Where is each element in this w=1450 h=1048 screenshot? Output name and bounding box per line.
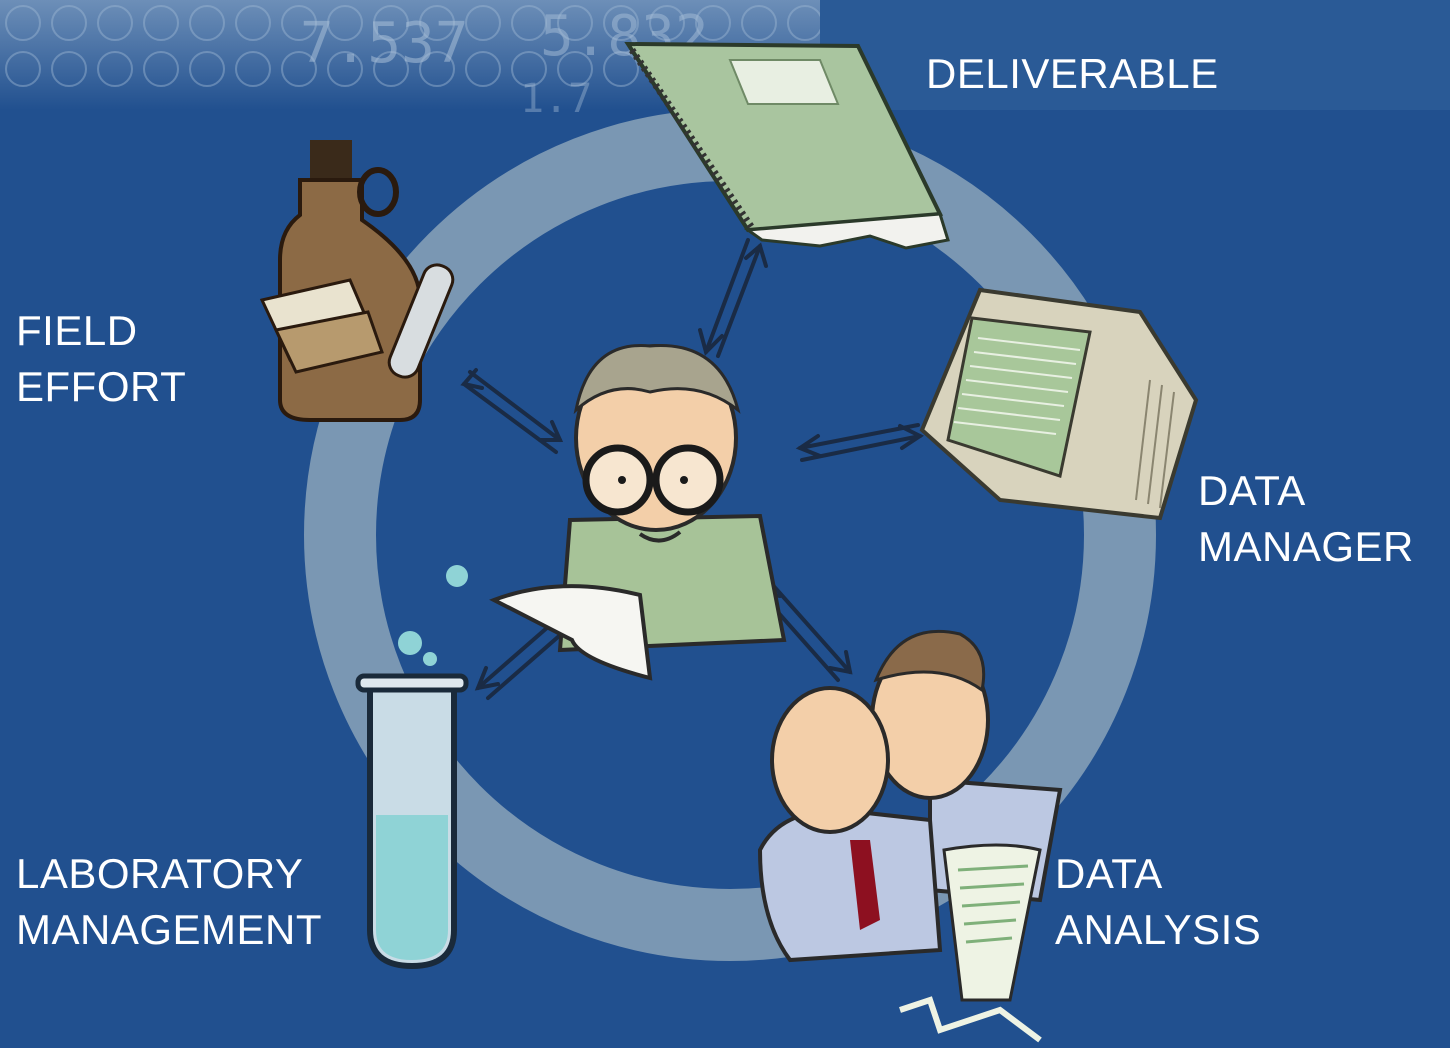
- label-data-manager-line-1: DATA: [1198, 467, 1306, 514]
- scientist-icon: [489, 344, 787, 681]
- computer-monitor-icon: [919, 287, 1199, 521]
- label-field-effort-line-1: FIELD: [16, 307, 138, 354]
- label-data-analysis-line-1: DATA: [1055, 850, 1163, 897]
- label-laboratory-line-1: LABORATORY: [16, 850, 304, 897]
- sample-jars-icon: [259, 140, 455, 422]
- notebook-icon: [624, 41, 950, 250]
- label-deliverable-line: DELIVERABLE: [926, 50, 1219, 97]
- label-laboratory-line-2: MANAGEMENT: [16, 906, 323, 953]
- label-field-effort: FIELD EFFORT: [16, 303, 186, 415]
- label-data-manager: DATA MANAGER: [1198, 463, 1414, 575]
- label-data-manager-line-2: MANAGER: [1198, 523, 1414, 570]
- label-data-analysis-line-2: ANALYSIS: [1055, 906, 1262, 953]
- label-field-effort-line-2: EFFORT: [16, 363, 187, 410]
- analysts-icon: [757, 629, 1063, 1043]
- banner-number: 1.7: [520, 76, 592, 122]
- label-data-analysis: DATA ANALYSIS: [1055, 846, 1261, 958]
- test-tube-icon: [355, 565, 469, 970]
- label-laboratory-management: LABORATORY MANAGEMENT: [16, 846, 322, 958]
- banner-number: 7.537: [300, 11, 469, 76]
- label-deliverable: DELIVERABLE: [926, 46, 1219, 102]
